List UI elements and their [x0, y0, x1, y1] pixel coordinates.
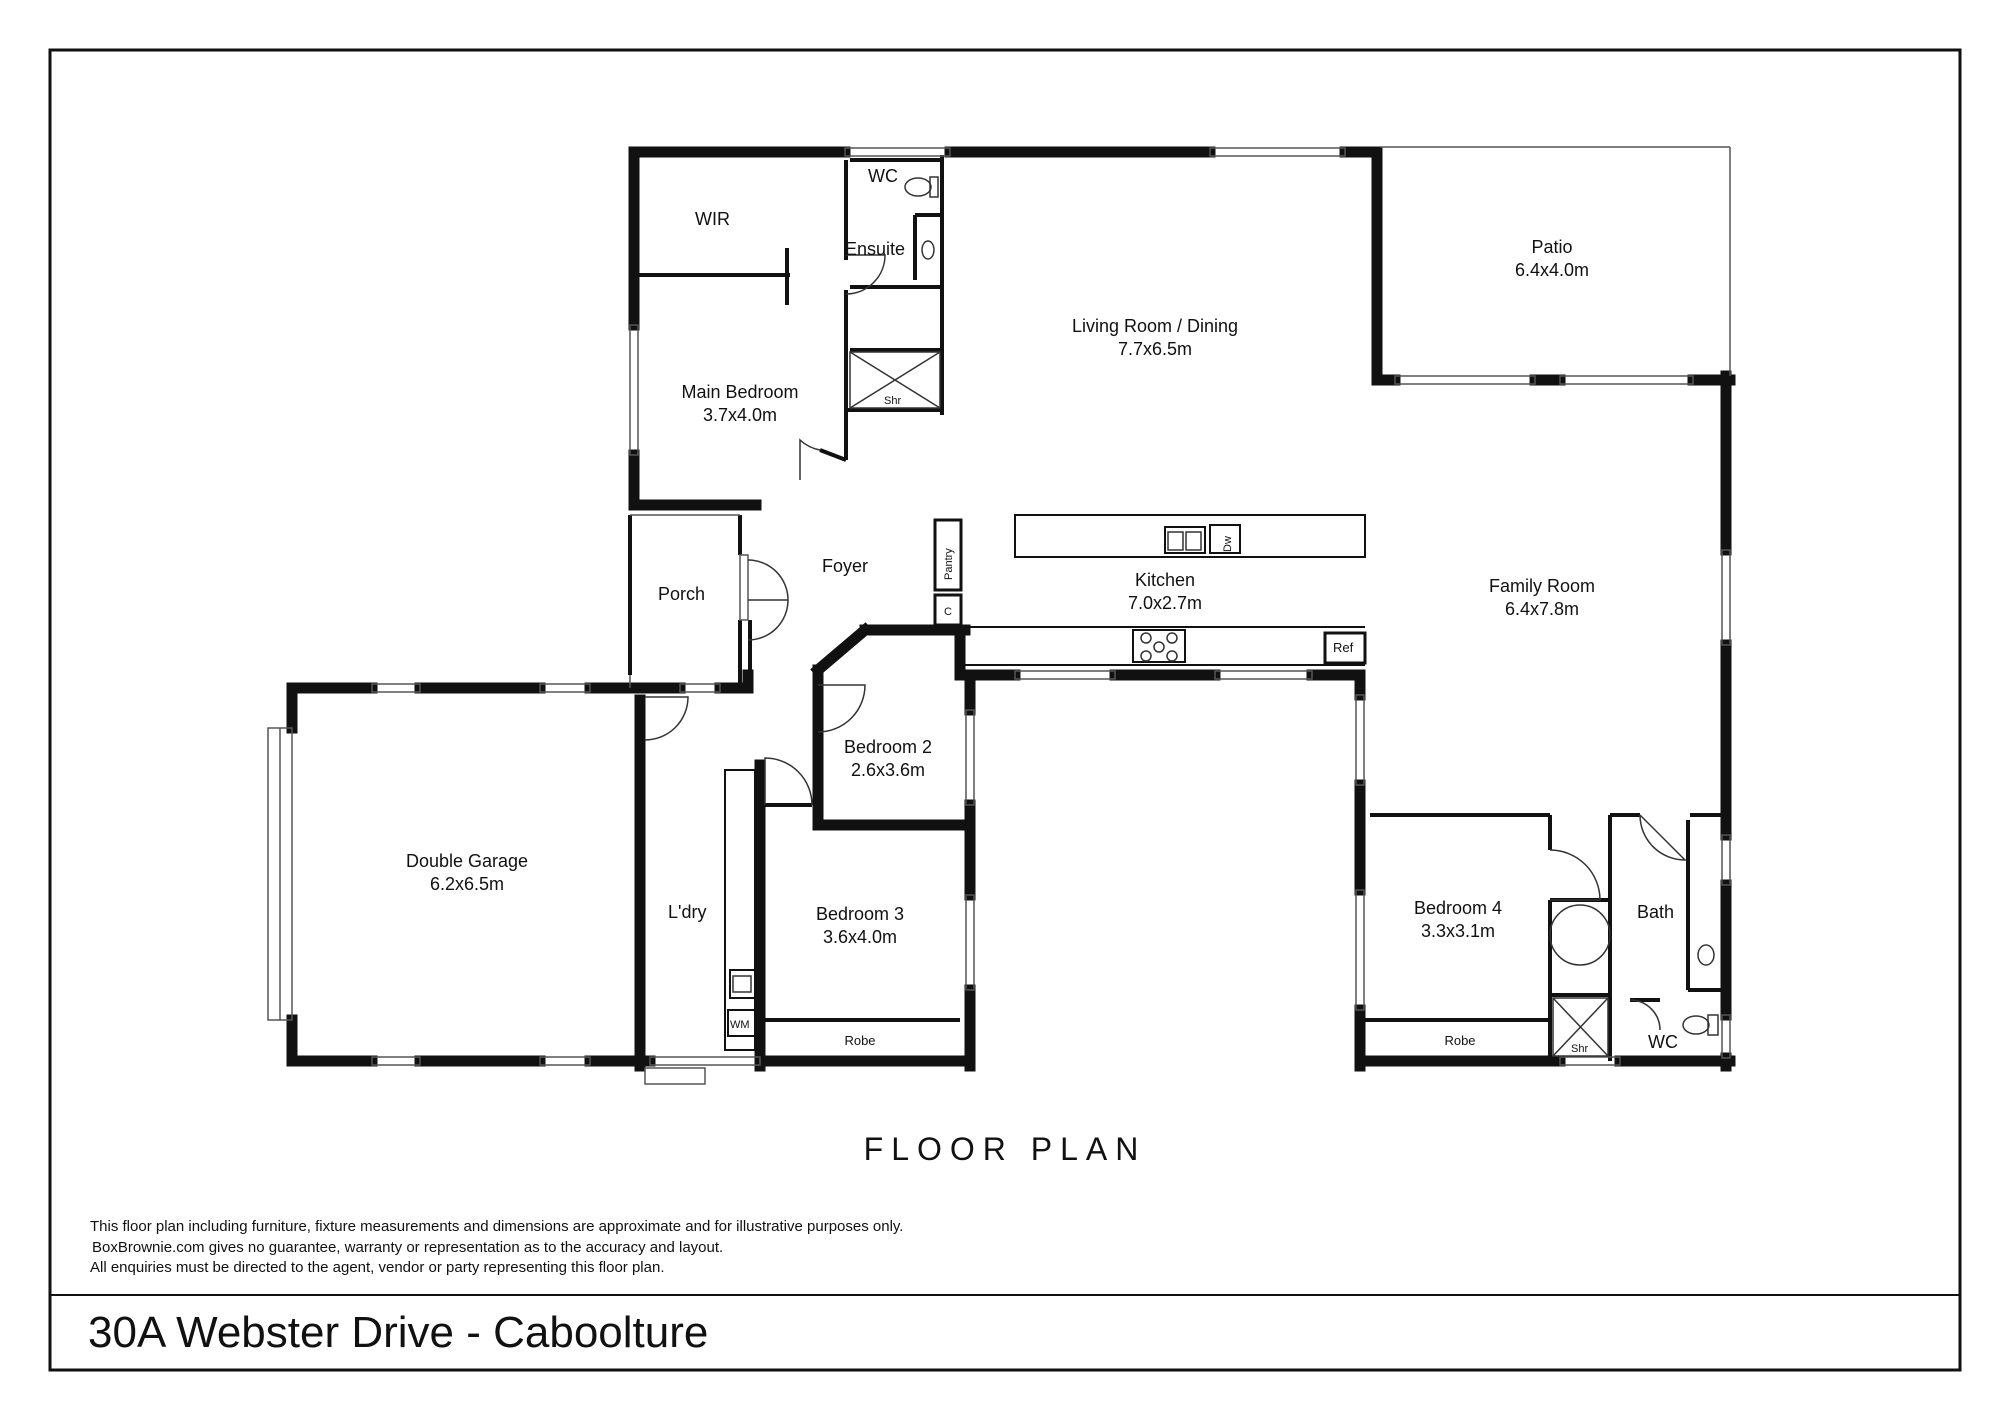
dims-patio: 6.4x4.0m — [1515, 260, 1589, 280]
disclaimer-line-3: All enquiries must be directed to the ag… — [90, 1259, 665, 1276]
bath-shower-icon — [1552, 997, 1609, 1057]
label-bedroom3: Bedroom 3 — [816, 904, 904, 924]
laundry-tub-icon — [732, 975, 752, 993]
label-garage: Double Garage — [406, 851, 528, 871]
label-living: Living Room / Dining — [1072, 316, 1238, 336]
windows — [267, 146, 1731, 1085]
label-porch: Porch — [658, 584, 705, 604]
label-wc-ensuite: WC — [868, 166, 898, 186]
label-cupboard: C — [944, 606, 952, 618]
disclaimer-line-2: BoxBrownie.com gives no guarantee, warra… — [92, 1239, 723, 1256]
label-bedroom4: Bedroom 4 — [1414, 898, 1502, 918]
label-robe4: Robe — [1444, 1033, 1475, 1048]
cooktop-icon — [1140, 632, 1152, 644]
property-address: 30A Webster Drive - Caboolture — [88, 1308, 708, 1357]
label-family: Family Room — [1489, 576, 1595, 596]
label-patio: Patio — [1531, 237, 1572, 257]
exterior-walls — [286, 146, 1736, 1072]
bath-basin-icon — [1697, 944, 1715, 966]
label-shr-ensuite: Shr — [884, 395, 901, 407]
label-wm: WM — [730, 1019, 750, 1031]
label-ref: Ref — [1333, 640, 1354, 655]
dims-garage: 6.2x6.5m — [430, 874, 504, 894]
floor-plan-caption: FLOOR PLAN — [864, 1131, 1147, 1167]
disclaimer-line-1: This floor plan including furniture, fix… — [90, 1218, 903, 1235]
dims-bedroom3: 3.6x4.0m — [823, 927, 897, 947]
label-wc-bath: WC — [1648, 1032, 1678, 1052]
bath-toilet-icon — [1682, 1015, 1710, 1035]
fixtures — [732, 176, 1719, 1057]
label-bath: Bath — [1637, 902, 1674, 922]
dims-bedroom4: 3.3x3.1m — [1421, 921, 1495, 941]
label-laundry: L'dry — [668, 902, 706, 922]
dims-kitchen: 7.0x2.7m — [1128, 593, 1202, 613]
label-dw: Dw — [1222, 536, 1234, 552]
label-bedroom2: Bedroom 2 — [844, 737, 932, 757]
dims-bedroom2: 2.6x3.6m — [851, 760, 925, 780]
dims-family: 6.4x7.8m — [1505, 599, 1579, 619]
toilet-icon — [904, 177, 932, 197]
label-main-bedroom: Main Bedroom — [681, 382, 798, 402]
shower-icon — [849, 351, 941, 409]
label-pantry: Pantry — [943, 548, 955, 580]
label-wir: WIR — [695, 209, 730, 229]
label-kitchen: Kitchen — [1135, 570, 1195, 590]
basin-icon — [921, 240, 935, 260]
doors — [644, 254, 1687, 1031]
label-robe3: Robe — [844, 1033, 875, 1048]
label-ensuite: Ensuite — [845, 239, 905, 259]
dims-main-bedroom: 3.7x4.0m — [703, 405, 777, 425]
interior-walls — [628, 155, 1726, 1061]
label-foyer: Foyer — [822, 556, 868, 576]
sheet-border — [48, 48, 1962, 1372]
label-shr-bath: Shr — [1571, 1043, 1588, 1055]
dims-living: 7.7x6.5m — [1118, 339, 1192, 359]
sink-icon — [1167, 531, 1184, 551]
